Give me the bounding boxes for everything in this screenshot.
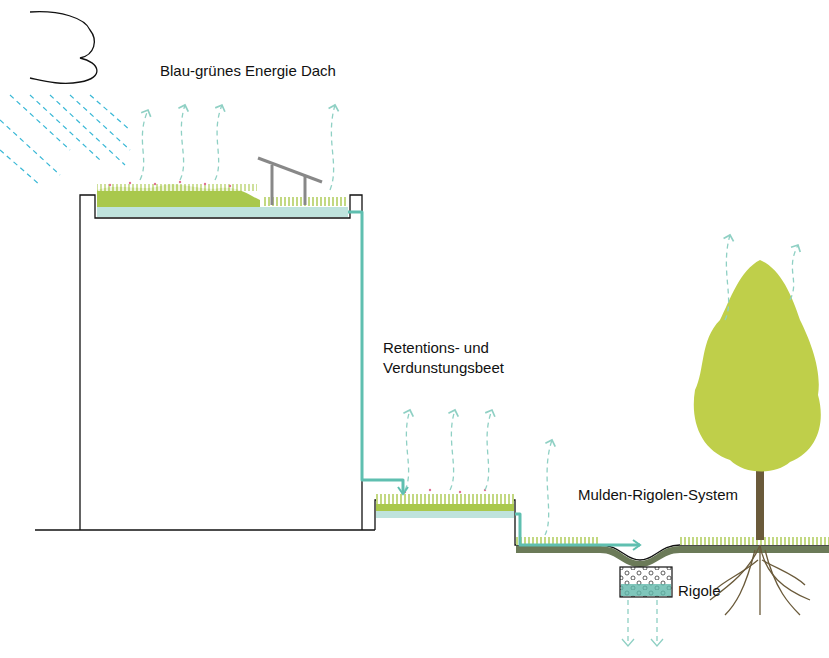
evaporation-arrows <box>140 105 798 535</box>
building <box>80 195 362 530</box>
roof-water-layer <box>97 207 348 217</box>
solar-panel <box>258 158 322 205</box>
water-flow-connector <box>515 514 640 545</box>
node-label: Rigole <box>678 581 721 601</box>
swale-node: Mulden-Rigolen-System <box>600 537 680 567</box>
tree-roots <box>710 545 810 615</box>
bed-node: Retentions- und Verdunstungsbeet <box>375 494 515 530</box>
cloud <box>30 12 97 84</box>
tree-crown <box>694 260 821 472</box>
roof-node: Blau-grünes Energie Dach <box>97 184 348 218</box>
infiltration-arrows <box>622 600 663 646</box>
flowers <box>109 181 486 493</box>
node-label: Mulden-Rigolen-System <box>578 485 738 505</box>
node-label: Blau-grünes Energie Dach <box>160 61 336 81</box>
rigole-box <box>620 567 672 597</box>
rigole-node: Rigole <box>620 567 672 597</box>
node-label: Retentions- und Verdunstungsbeet <box>383 338 523 377</box>
soil <box>516 546 829 567</box>
rain <box>0 95 130 185</box>
bed <box>375 500 515 530</box>
roof-green <box>97 184 260 207</box>
